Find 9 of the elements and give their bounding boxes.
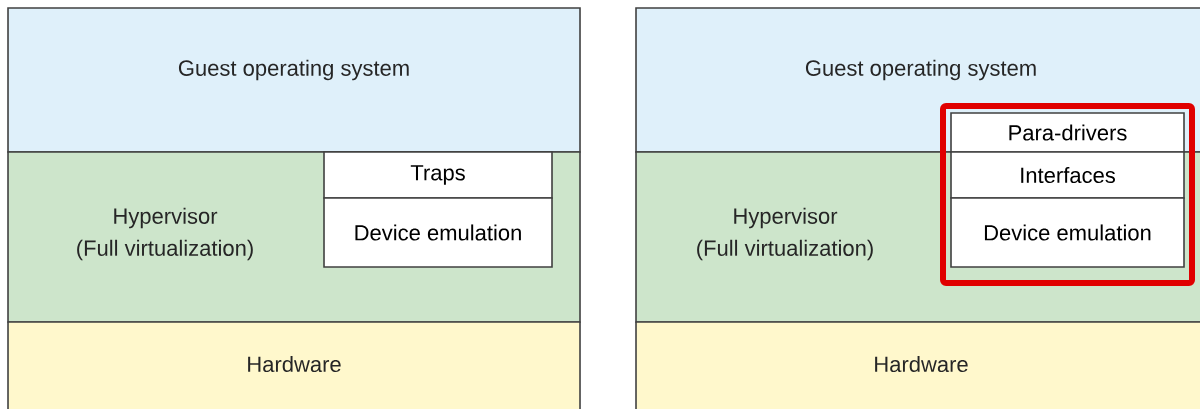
layer-band: Hardware	[635, 321, 1200, 409]
layer-band: Guest operating system	[7, 7, 581, 153]
layer-band: Hardware	[7, 321, 581, 409]
component-box: Traps	[323, 151, 553, 199]
component-box: Para-drivers	[950, 112, 1185, 153]
component-box: Device emulation	[950, 197, 1185, 268]
highlight-frame	[940, 103, 1195, 286]
component-box: Interfaces	[950, 151, 1185, 199]
component-box: Device emulation	[323, 197, 553, 268]
